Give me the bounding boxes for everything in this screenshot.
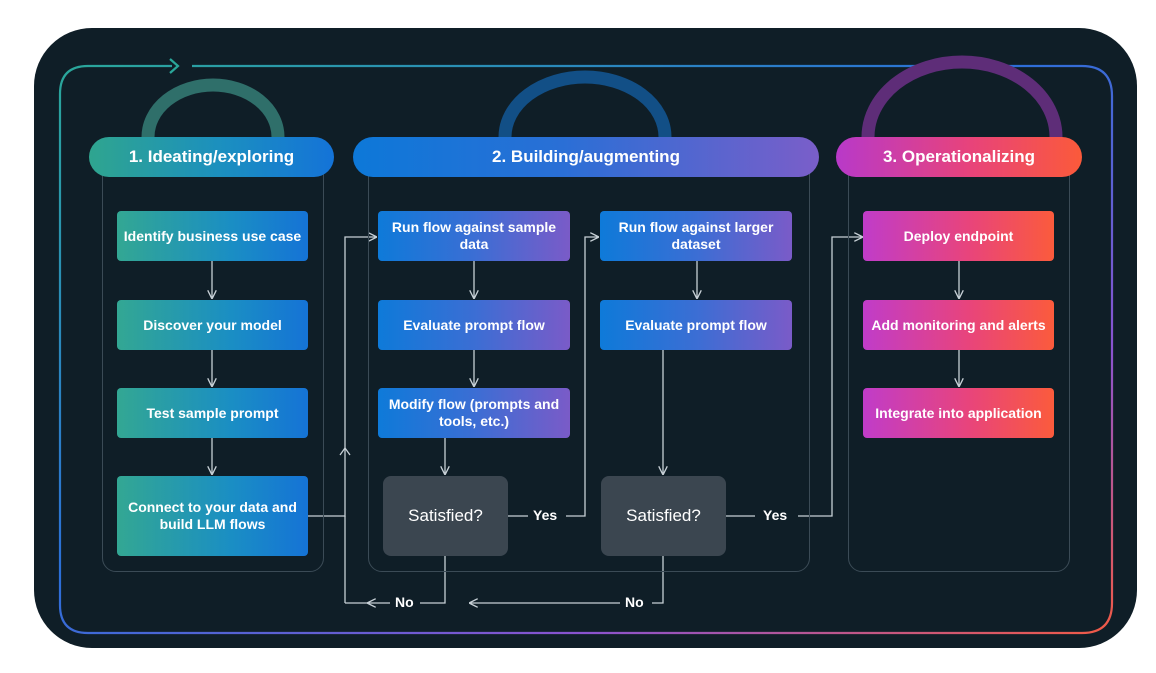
step-connect-data: Connect to your data and build LLM flows	[117, 476, 308, 556]
stage2-header: 2. Building/augmenting	[353, 137, 819, 177]
step-identify-business-use-case: Identify business use case	[117, 211, 308, 261]
stage1-header: 1. Ideating/exploring	[89, 137, 334, 177]
decision-satisfied-1: Satisfied?	[383, 476, 508, 556]
decision-satisfied-2: Satisfied?	[601, 476, 726, 556]
step-integrate-application: Integrate into application	[863, 388, 1054, 438]
stage3-header: 3. Operationalizing	[836, 137, 1082, 177]
step-evaluate-prompt-flow-2: Evaluate prompt flow	[600, 300, 792, 350]
step-discover-model: Discover your model	[117, 300, 308, 350]
step-test-sample-prompt: Test sample prompt	[117, 388, 308, 438]
step-deploy-endpoint: Deploy endpoint	[863, 211, 1054, 261]
no-label-2: No	[625, 594, 644, 610]
step-add-monitoring: Add monitoring and alerts	[863, 300, 1054, 350]
yes-label-2: Yes	[763, 507, 788, 523]
no-label-1: No	[395, 594, 414, 610]
step-run-flow-sample: Run flow against sample data	[378, 211, 570, 261]
yes-label-1: Yes	[533, 507, 558, 523]
step-run-flow-larger: Run flow against larger dataset	[600, 211, 792, 261]
step-modify-flow: Modify flow (prompts and tools, etc.)	[378, 388, 570, 438]
step-evaluate-prompt-flow-1: Evaluate prompt flow	[378, 300, 570, 350]
